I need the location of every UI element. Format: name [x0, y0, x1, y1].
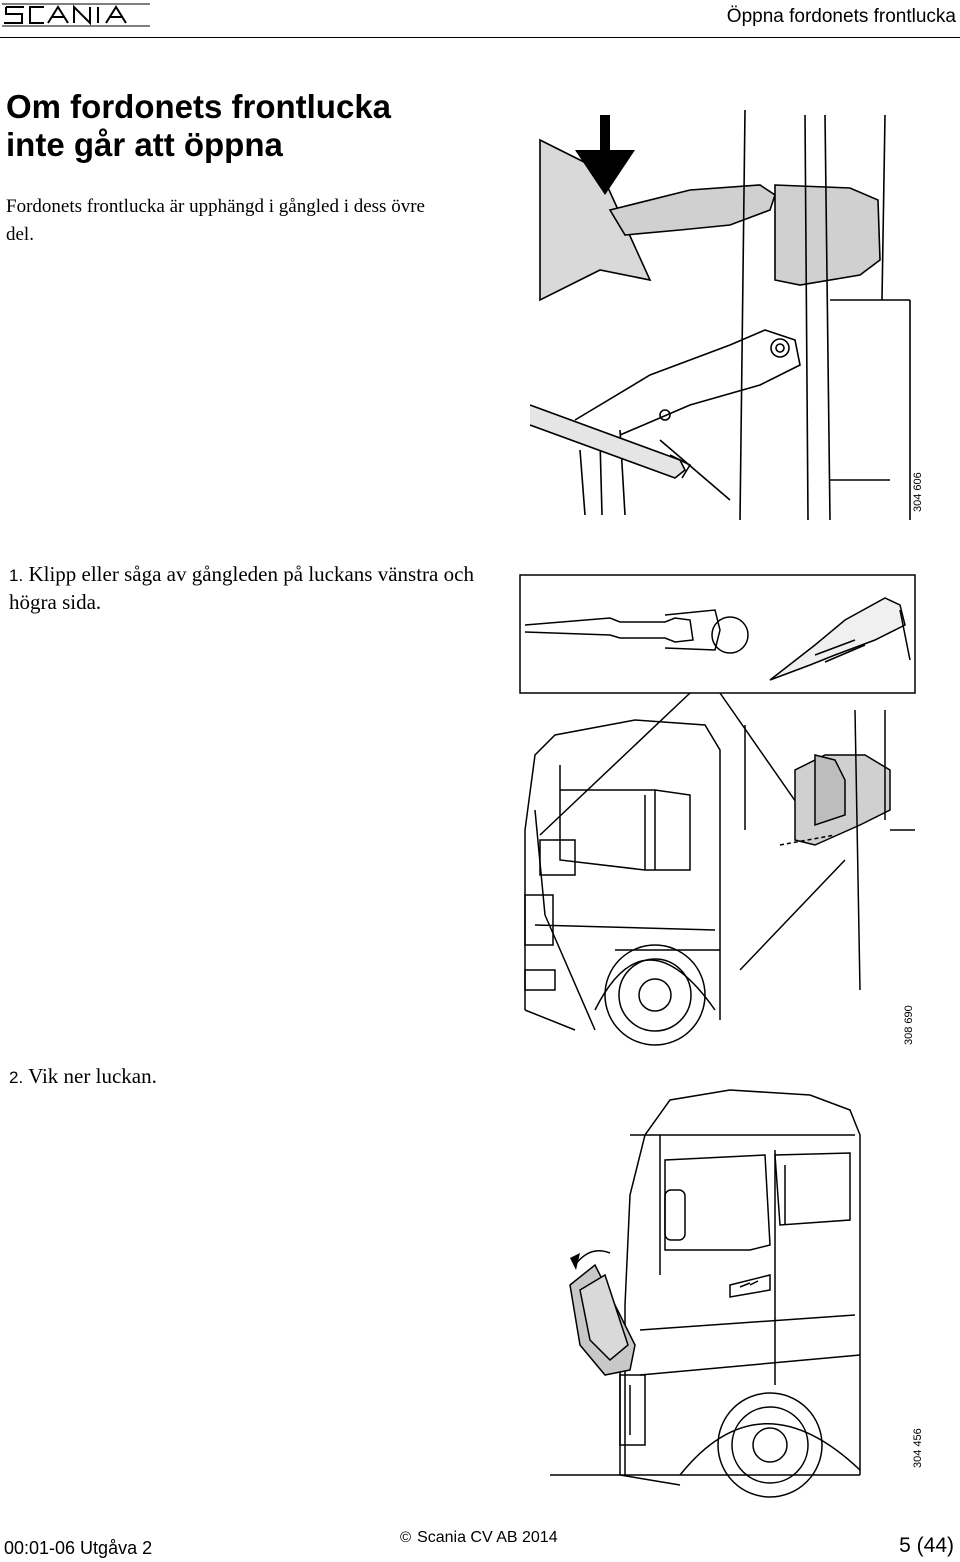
header-divider — [0, 37, 960, 38]
intro-paragraph: Fordonets frontlucka är upphängd i gångl… — [6, 196, 425, 245]
page-title-line-1: Om fordonets frontlucka — [6, 88, 392, 125]
figure-3-reference: 304 456 — [912, 1428, 924, 1468]
page-title-line-2: inte går att öppna — [6, 126, 283, 163]
page-number: 5 (44) — [899, 1534, 954, 1557]
copyright-notice: © Scania CV AB 2014 — [400, 1529, 558, 1547]
figure-2-reference: 308 690 — [903, 1005, 915, 1045]
section-title: Öppna fordonets frontlucka — [726, 6, 956, 27]
figure-1-reference: 304 606 — [912, 472, 924, 512]
cutting-tools-figure — [519, 574, 916, 1046]
step-2-number: 2. — [9, 1068, 24, 1087]
step-1: 1. Klipp eller såga av gångleden på luck… — [9, 561, 479, 616]
copyright-symbol: © — [400, 1529, 412, 1546]
hood-folded-figure — [550, 1089, 861, 1498]
step-1-text: Klipp eller såga av gångleden på luckans… — [9, 562, 474, 614]
step-2-text: Vik ner luckan. — [28, 1064, 157, 1088]
page-title: Om fordonets frontlucka inte går att öpp… — [6, 88, 391, 164]
step-1-number: 1. — [9, 566, 24, 585]
hinge-closeup-figure — [530, 109, 911, 520]
document-id: 00:01-06 Utgåva 2 — [4, 1538, 153, 1558]
scania-logo — [2, 3, 150, 27]
copyright-text: Scania CV AB 2014 — [417, 1529, 558, 1546]
step-2: 2. Vik ner luckan. — [9, 1063, 369, 1091]
